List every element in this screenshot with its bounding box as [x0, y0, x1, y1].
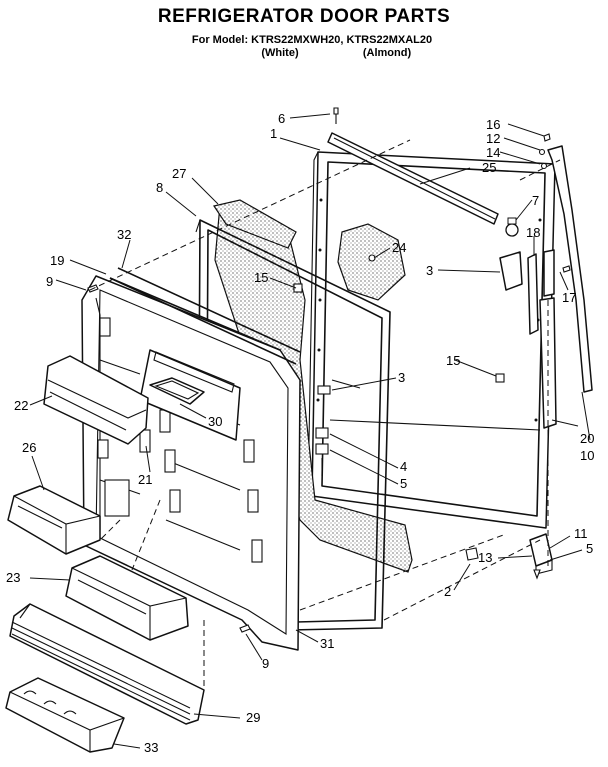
page-title: REFRIGERATOR DOOR PARTS	[158, 6, 450, 27]
leader-lines	[29, 113, 591, 749]
lower-hinge	[529, 533, 553, 575]
egg-bin	[5, 677, 125, 753]
callout-18: 18	[526, 225, 540, 240]
callout-32: 32	[117, 227, 131, 242]
variant-white: (White)	[261, 47, 299, 59]
callout-3a: 3	[426, 263, 433, 278]
callout-25: 25	[482, 160, 496, 175]
assembly-lines	[89, 139, 561, 690]
callout-15a: 15	[254, 270, 268, 285]
callout-22: 22	[14, 398, 28, 413]
callout-12: 12	[486, 131, 500, 146]
callout-9a: 9	[46, 274, 53, 289]
callout-23: 23	[6, 570, 20, 585]
handle-bracket	[527, 249, 555, 335]
callout-5a: 5	[400, 476, 407, 491]
callout-16: 16	[486, 117, 500, 132]
callout-19: 19	[50, 253, 64, 268]
callout-5b: 5	[586, 541, 593, 556]
callout-14: 14	[486, 145, 500, 160]
callout-11: 11	[574, 526, 588, 541]
callout-24: 24	[392, 240, 406, 255]
insulation-sheet	[213, 199, 297, 249]
screws	[87, 107, 571, 633]
gasket-strip	[109, 267, 301, 365]
callout-31: 31	[320, 636, 334, 651]
callout-13: 13	[478, 550, 492, 565]
outer-door-panel	[307, 151, 556, 529]
callout-15b: 15	[446, 353, 460, 368]
variant-almond: (Almond)	[363, 47, 412, 59]
callout-20: 20	[580, 431, 594, 446]
door-rail-cap	[43, 355, 149, 445]
top-trim-strip	[327, 132, 499, 225]
callout-30: 30	[208, 414, 222, 429]
dairy-bin	[7, 485, 101, 555]
door-bin	[65, 555, 189, 641]
callout-9b: 9	[262, 656, 269, 671]
callout-21: 21	[138, 472, 152, 487]
upper-hinge	[499, 217, 523, 291]
callout-17: 17	[562, 290, 576, 305]
callout-1: 1	[270, 126, 277, 141]
callout-8: 8	[156, 180, 163, 195]
callout-6: 6	[278, 111, 285, 126]
callout-7: 7	[532, 193, 539, 208]
callout-27: 27	[172, 166, 186, 181]
lower-shelf-rail	[9, 603, 205, 725]
model-line: For Model: KTRS22MXWH20, KTRS22MXAL20	[192, 34, 432, 46]
callout-29: 29	[246, 710, 260, 725]
callout-labels: 6 1 27 8 32 19 9 24 15 15 3 3 4 5 22 30 …	[6, 111, 594, 755]
callout-26: 26	[22, 440, 36, 455]
callout-3b: 3	[398, 370, 405, 385]
module-cover	[149, 377, 205, 405]
callout-33: 33	[144, 740, 158, 755]
callout-2: 2	[444, 584, 451, 599]
callout-4: 4	[400, 459, 407, 474]
callout-10: 10	[580, 448, 594, 463]
